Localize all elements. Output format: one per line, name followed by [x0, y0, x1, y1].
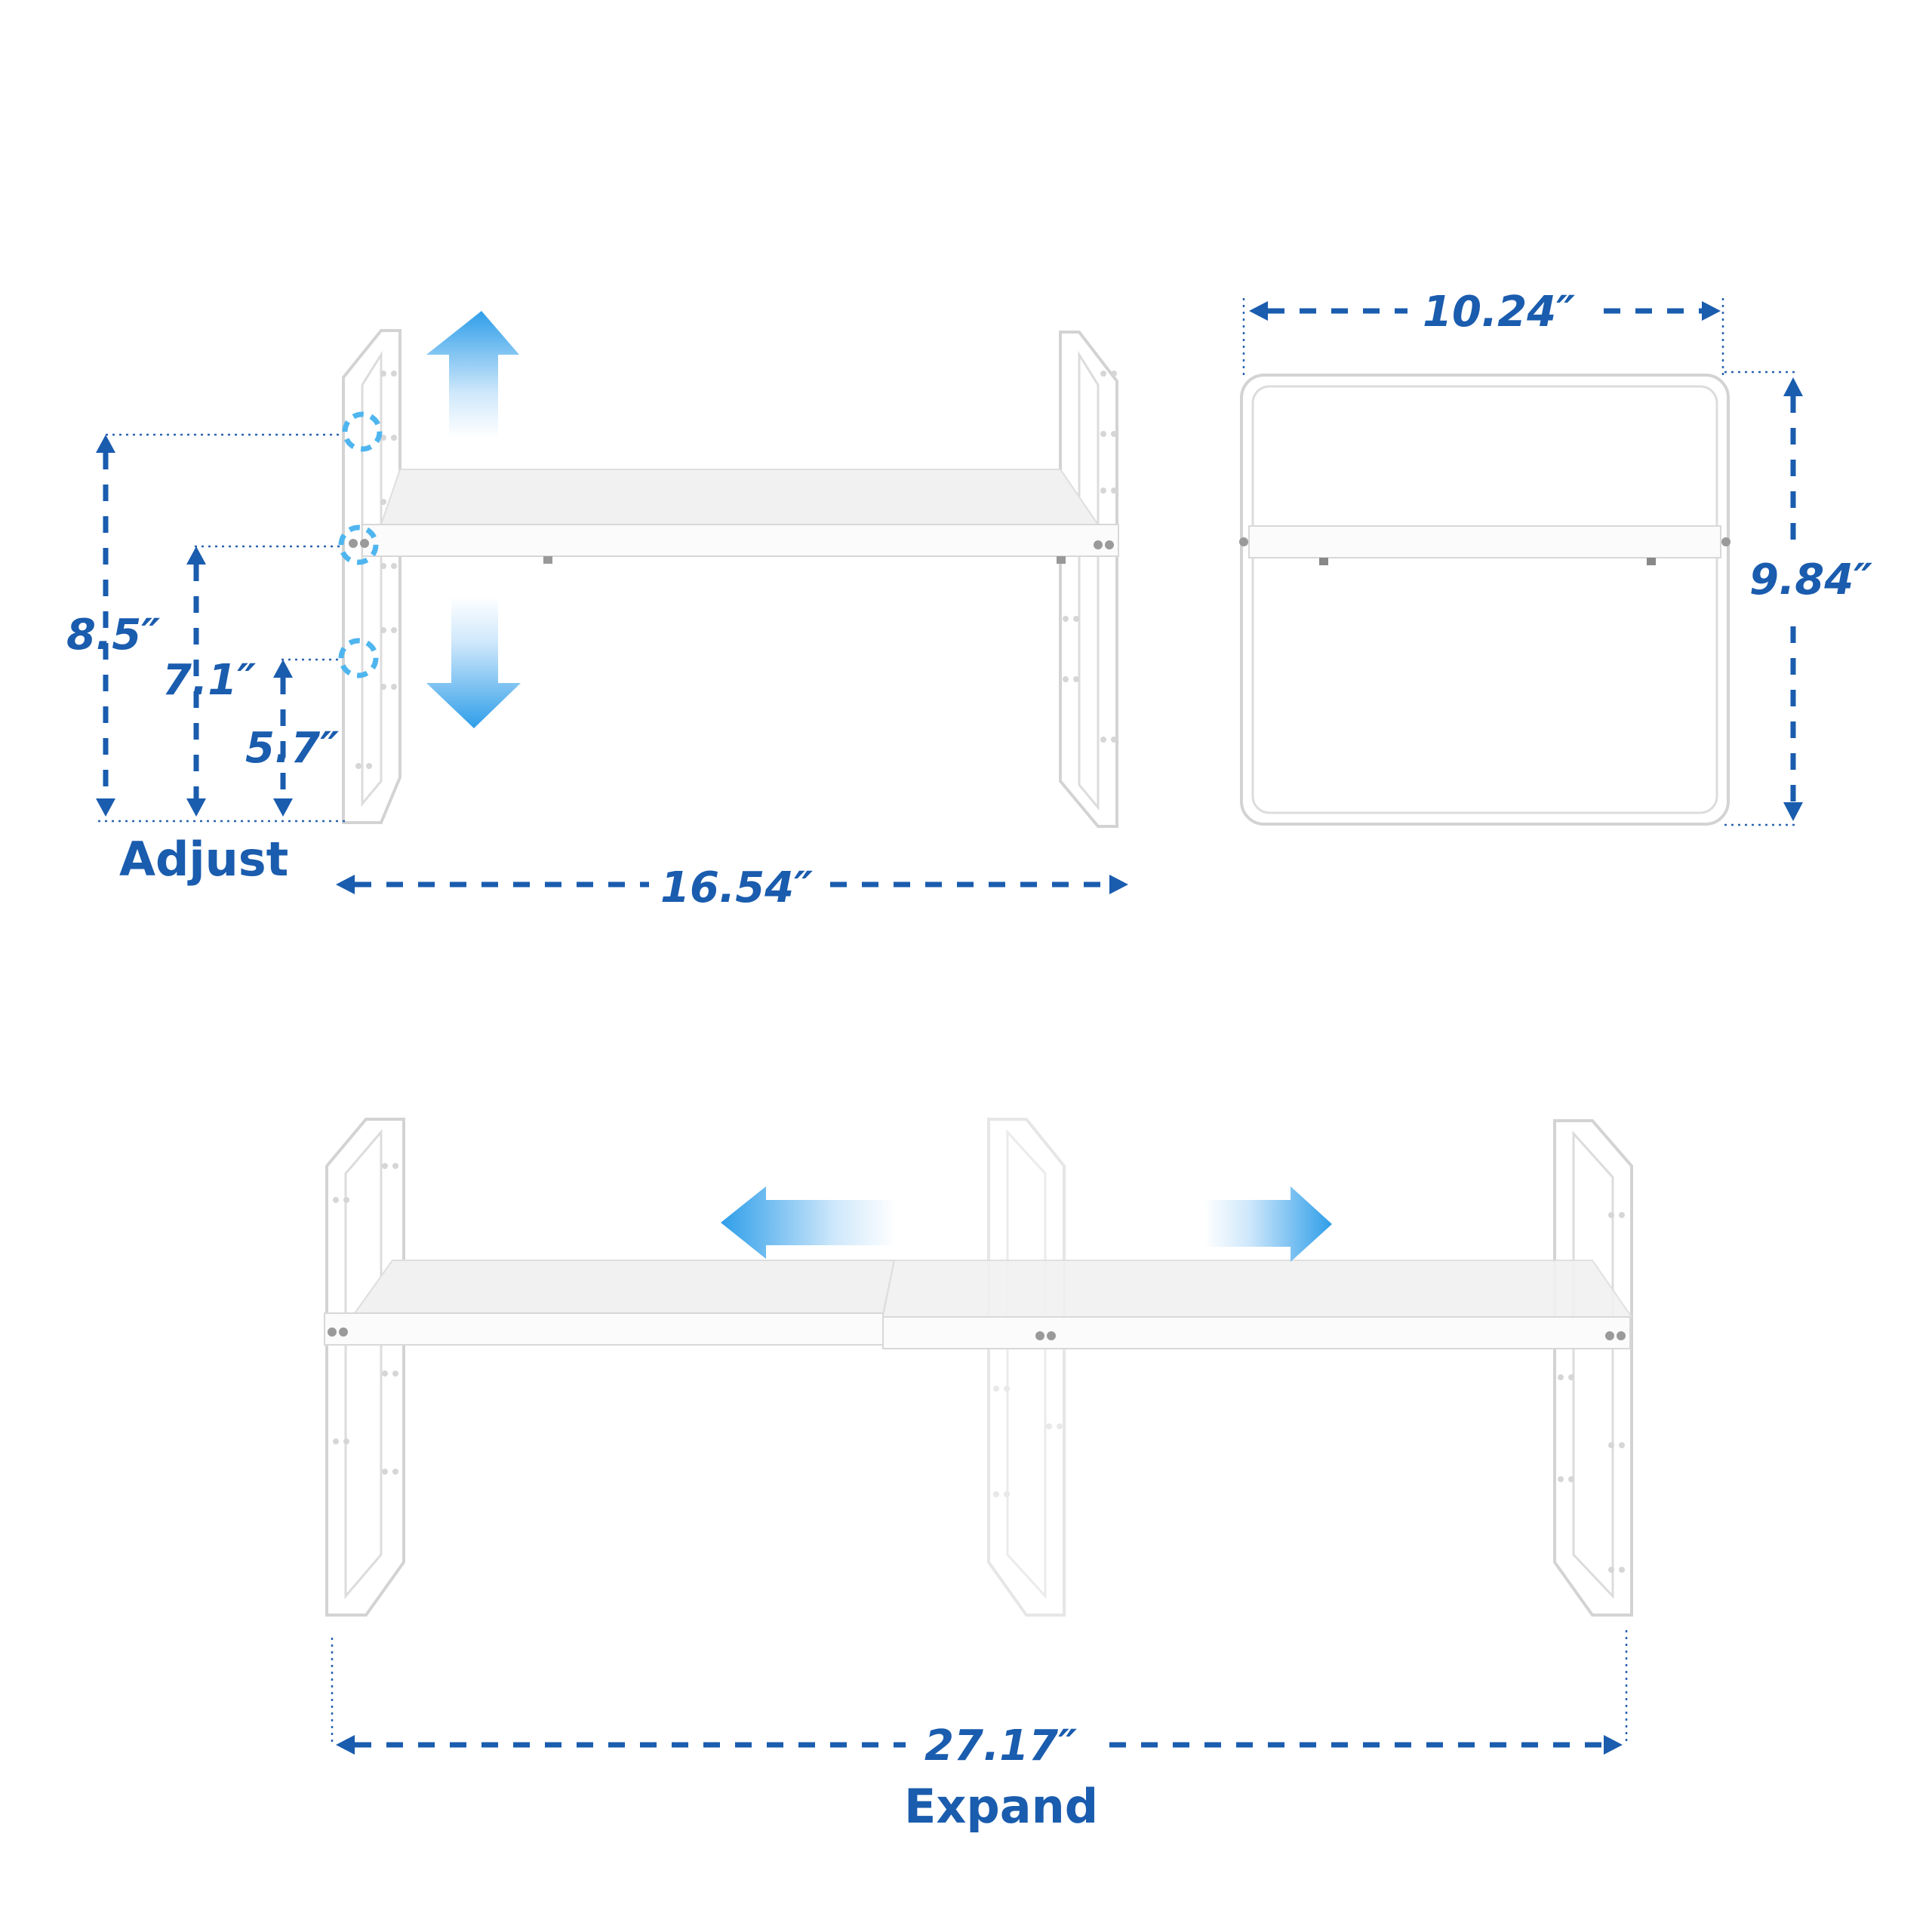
side-height-label: 9.84″ — [1749, 555, 1872, 605]
left-frame — [342, 329, 401, 824]
depth-dimension-line — [1242, 298, 1724, 377]
height-marker-icon — [338, 411, 383, 678]
expanded-right-board — [881, 1260, 1633, 1349]
expand-caption: Expand — [904, 1779, 1098, 1834]
expanded-left-board — [324, 1260, 896, 1346]
shelf-board — [349, 469, 1119, 564]
side-view-illustration — [1239, 374, 1730, 826]
expanded-left-frame — [325, 1118, 405, 1617]
right-frame — [1059, 331, 1118, 828]
adjust-caption: Adjust — [119, 832, 288, 887]
arrow-right-icon — [1204, 1186, 1332, 1262]
height-dimension-lines — [96, 433, 347, 823]
expanded-right-frame — [1553, 1119, 1633, 1617]
expanded-width-dimension-line — [331, 1630, 1628, 1755]
height-label-min: 5.7″ — [245, 724, 339, 773]
arrow-left-icon — [721, 1186, 897, 1259]
expanded-width-label: 27.17″ — [924, 1721, 1077, 1770]
width-dimension-line — [336, 875, 1128, 894]
arrow-down-icon — [426, 596, 521, 728]
height-label-max: 8.5″ — [66, 611, 160, 660]
arrow-up-icon — [426, 311, 519, 438]
expanded-shelf-illustration — [324, 1118, 1633, 1617]
expanded-middle-frame — [987, 1118, 1066, 1617]
adjustable-shelf-illustration — [342, 329, 1119, 828]
side-height-dimension-line — [1724, 371, 1803, 826]
width-label: 16.54″ — [660, 863, 813, 912]
depth-label: 10.24″ — [1423, 288, 1575, 337]
height-label-mid: 7.1″ — [162, 656, 256, 705]
